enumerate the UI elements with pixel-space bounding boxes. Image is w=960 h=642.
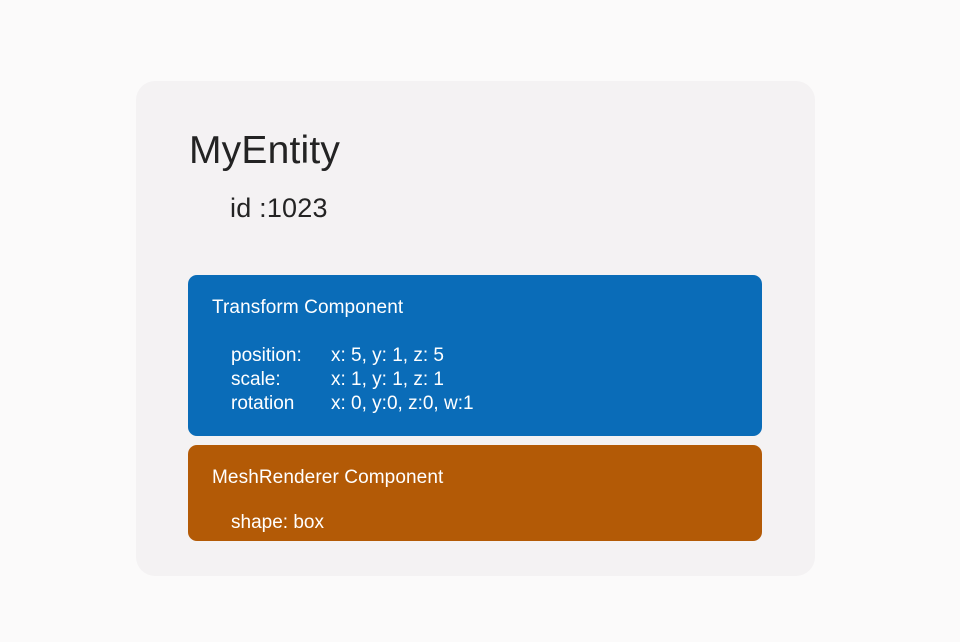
property-value-scale: x: 1, y: 1, z: 1 xyxy=(331,369,444,390)
property-row-rotation: rotation x: 0, y:0, z:0, w:1 xyxy=(231,392,474,416)
component-block-meshrenderer[interactable]: MeshRenderer Component shape: box xyxy=(188,445,762,541)
property-list-transform: position: x: 5, y: 1, z: 5 scale: x: 1, … xyxy=(231,344,474,416)
component-block-transform[interactable]: Transform Component position: x: 5, y: 1… xyxy=(188,275,762,436)
component-title-meshrenderer: MeshRenderer Component xyxy=(212,467,444,488)
entity-title: MyEntity xyxy=(189,129,341,172)
property-key-rotation: rotation xyxy=(231,393,295,414)
property-key-scale: scale: xyxy=(231,369,281,390)
entity-card: MyEntity id :1023 Transform Component po… xyxy=(136,81,815,576)
property-row-scale: scale: x: 1, y: 1, z: 1 xyxy=(231,368,474,392)
entity-id-label: id :1023 xyxy=(230,193,328,223)
property-value-rotation: x: 0, y:0, z:0, w:1 xyxy=(331,393,474,414)
property-row-position: position: x: 5, y: 1, z: 5 xyxy=(231,344,474,368)
property-row-shape: shape: box xyxy=(231,512,324,533)
property-key-position: position: xyxy=(231,345,302,366)
property-list-meshrenderer: shape: box xyxy=(231,511,324,535)
property-value-position: x: 5, y: 1, z: 5 xyxy=(331,345,444,366)
component-title-transform: Transform Component xyxy=(212,297,404,318)
